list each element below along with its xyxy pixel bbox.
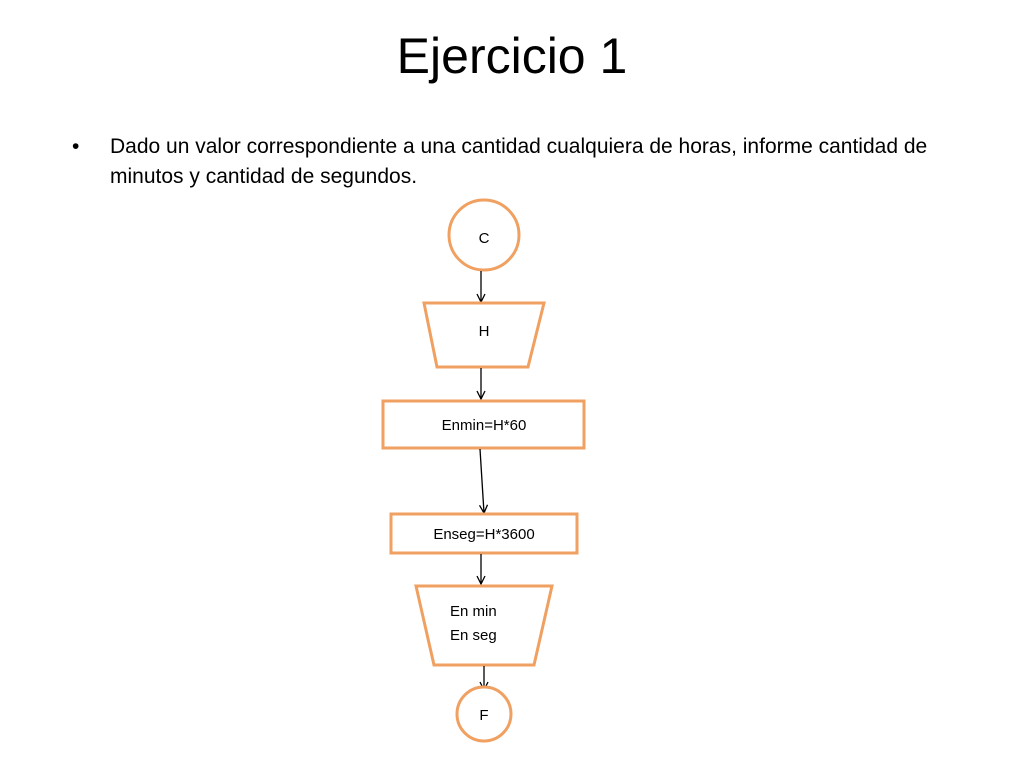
process-2-box (389, 512, 579, 555)
end-terminator (455, 685, 513, 743)
input-label: H (479, 323, 490, 340)
process-1-box (381, 399, 586, 450)
input-shape (422, 301, 546, 369)
start-terminator (447, 198, 521, 272)
output-shape (414, 584, 554, 667)
bullet-dot: • (72, 135, 80, 158)
start-label: C (479, 230, 490, 247)
output-line-2: En seg (450, 627, 497, 644)
bullet-text: Dado un valor correspondiente a una cant… (110, 135, 928, 188)
output-line-1: En min (450, 603, 497, 620)
process-1-label: Enmin=H*60 (442, 417, 527, 434)
end-label: F (479, 707, 488, 724)
arrow-process-1-to-process-2 (480, 448, 484, 513)
slide-title: Ejercicio 1 (396, 28, 628, 84)
process-2-label: Enseg=H*3600 (433, 526, 534, 543)
